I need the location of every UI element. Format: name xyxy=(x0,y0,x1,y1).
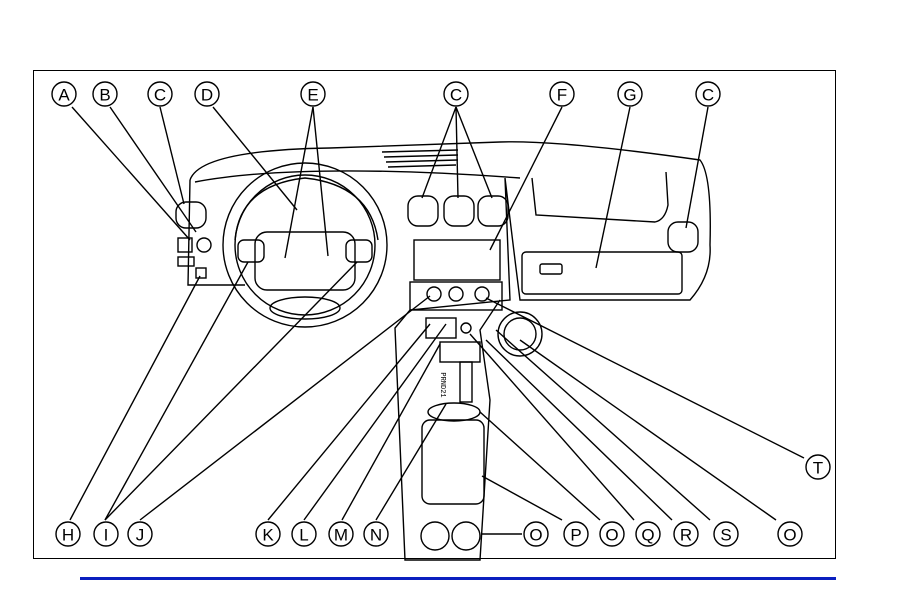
callout-o-16: O xyxy=(524,522,548,546)
callout-n-15: N xyxy=(364,522,388,546)
callout-k-12: K xyxy=(256,522,280,546)
callout-label: O xyxy=(783,526,796,545)
glove-box xyxy=(522,252,682,294)
callout-c-5: C xyxy=(444,82,468,106)
callout-c-2: C xyxy=(148,82,172,106)
callout-t-23: T xyxy=(806,455,830,479)
callout-label: A xyxy=(58,86,70,105)
callout-label: O xyxy=(529,526,542,545)
upper-glove-panel xyxy=(532,172,668,222)
glove-box-latch xyxy=(540,264,562,274)
dash-upper-contour xyxy=(195,171,520,182)
callout-j-11: J xyxy=(128,522,152,546)
callout-label: E xyxy=(307,86,318,105)
callout-label: B xyxy=(99,86,110,105)
callout-label: C xyxy=(450,86,462,105)
callout-label: H xyxy=(62,526,74,545)
callout-l-13: L xyxy=(292,522,316,546)
callout-o-22: O xyxy=(778,522,802,546)
instrument-cluster xyxy=(235,178,378,240)
callout-c-8: C xyxy=(696,82,720,106)
steering-wheel xyxy=(223,163,387,327)
callout-m-14: M xyxy=(329,522,353,546)
callout-p-17: P xyxy=(564,522,588,546)
callout-label: C xyxy=(702,86,714,105)
callout-label: D xyxy=(201,86,213,105)
callout-s-21: S xyxy=(714,522,738,546)
callout-label: P xyxy=(570,526,581,545)
callout-label: K xyxy=(262,526,274,545)
callout-label: G xyxy=(623,86,636,105)
callout-a-0: A xyxy=(52,82,76,106)
callout-label: Q xyxy=(641,526,654,545)
callout-label: I xyxy=(104,526,109,545)
vents xyxy=(176,196,698,252)
callout-h-9: H xyxy=(56,522,80,546)
radio-unit xyxy=(414,240,500,280)
callout-q-19: Q xyxy=(636,522,660,546)
callout-g-7: G xyxy=(618,82,642,106)
callout-label: O xyxy=(605,526,618,545)
callout-e-4: E xyxy=(301,82,325,106)
left-switch-pod xyxy=(178,238,211,278)
defrost-vent xyxy=(382,150,458,167)
callout-label: S xyxy=(720,526,731,545)
callout-label: J xyxy=(136,526,145,545)
callout-f-6: F xyxy=(550,82,574,106)
callout-label: R xyxy=(680,526,692,545)
callout-label: F xyxy=(557,86,567,105)
callout-label: L xyxy=(299,526,308,545)
dashboard-outline xyxy=(190,142,710,560)
callout-label: N xyxy=(370,526,382,545)
callout-i-10: I xyxy=(94,522,118,546)
callout-o-18: O xyxy=(600,522,624,546)
leader-lines xyxy=(70,107,804,534)
callout-b-1: B xyxy=(93,82,117,106)
callout-d-3: D xyxy=(195,82,219,106)
callout-label: M xyxy=(334,526,348,545)
callout-r-20: R xyxy=(674,522,698,546)
callout-label: C xyxy=(154,86,166,105)
callout-label: T xyxy=(813,459,823,478)
gear-indicator: PRND21 xyxy=(438,372,446,397)
